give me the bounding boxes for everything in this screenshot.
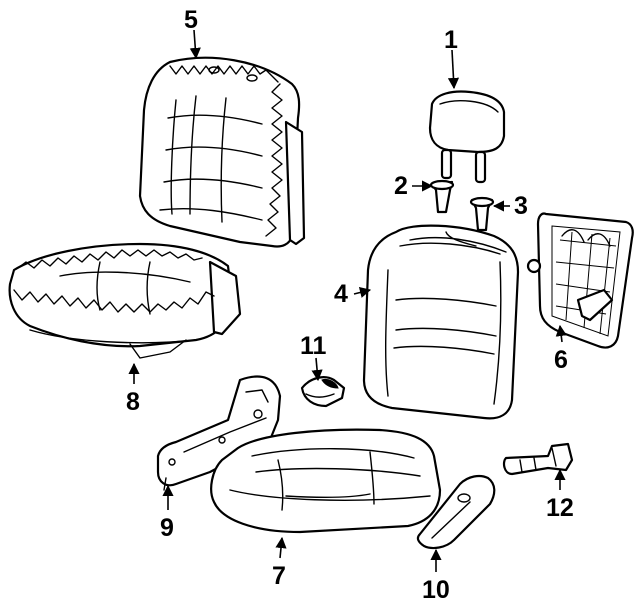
part-4-seatback-pad <box>362 224 520 420</box>
part-12-bracket <box>502 442 574 476</box>
part-8-cushion-cover <box>8 242 242 359</box>
callout-1: 1 <box>444 26 458 54</box>
part-2-headrest-guide <box>429 179 455 214</box>
part-10-side-trim <box>416 474 496 550</box>
callout-10: 10 <box>422 576 450 604</box>
callout-8: 8 <box>126 388 140 416</box>
part-1-headrest <box>428 90 506 184</box>
part-11-knob <box>300 376 346 408</box>
callout-numbers: 1 2 3 4 5 6 7 8 9 10 11 12 <box>126 6 574 604</box>
callout-5: 5 <box>184 6 198 34</box>
part-7-cushion-pad <box>210 428 442 534</box>
callout-2: 2 <box>394 172 408 200</box>
part-3-headrest-guide <box>469 196 495 232</box>
callout-3: 3 <box>514 192 528 220</box>
callout-7: 7 <box>272 562 286 590</box>
callout-9: 9 <box>160 514 174 542</box>
part-6-back-panel <box>526 212 634 349</box>
leader-lines <box>128 29 567 572</box>
callout-6: 6 <box>554 346 568 374</box>
part-9-side-frame <box>156 375 282 491</box>
part-5-seatback-cover <box>138 56 306 248</box>
callout-11: 11 <box>300 332 327 360</box>
callout-12: 12 <box>546 494 574 522</box>
callout-4: 4 <box>334 280 348 308</box>
